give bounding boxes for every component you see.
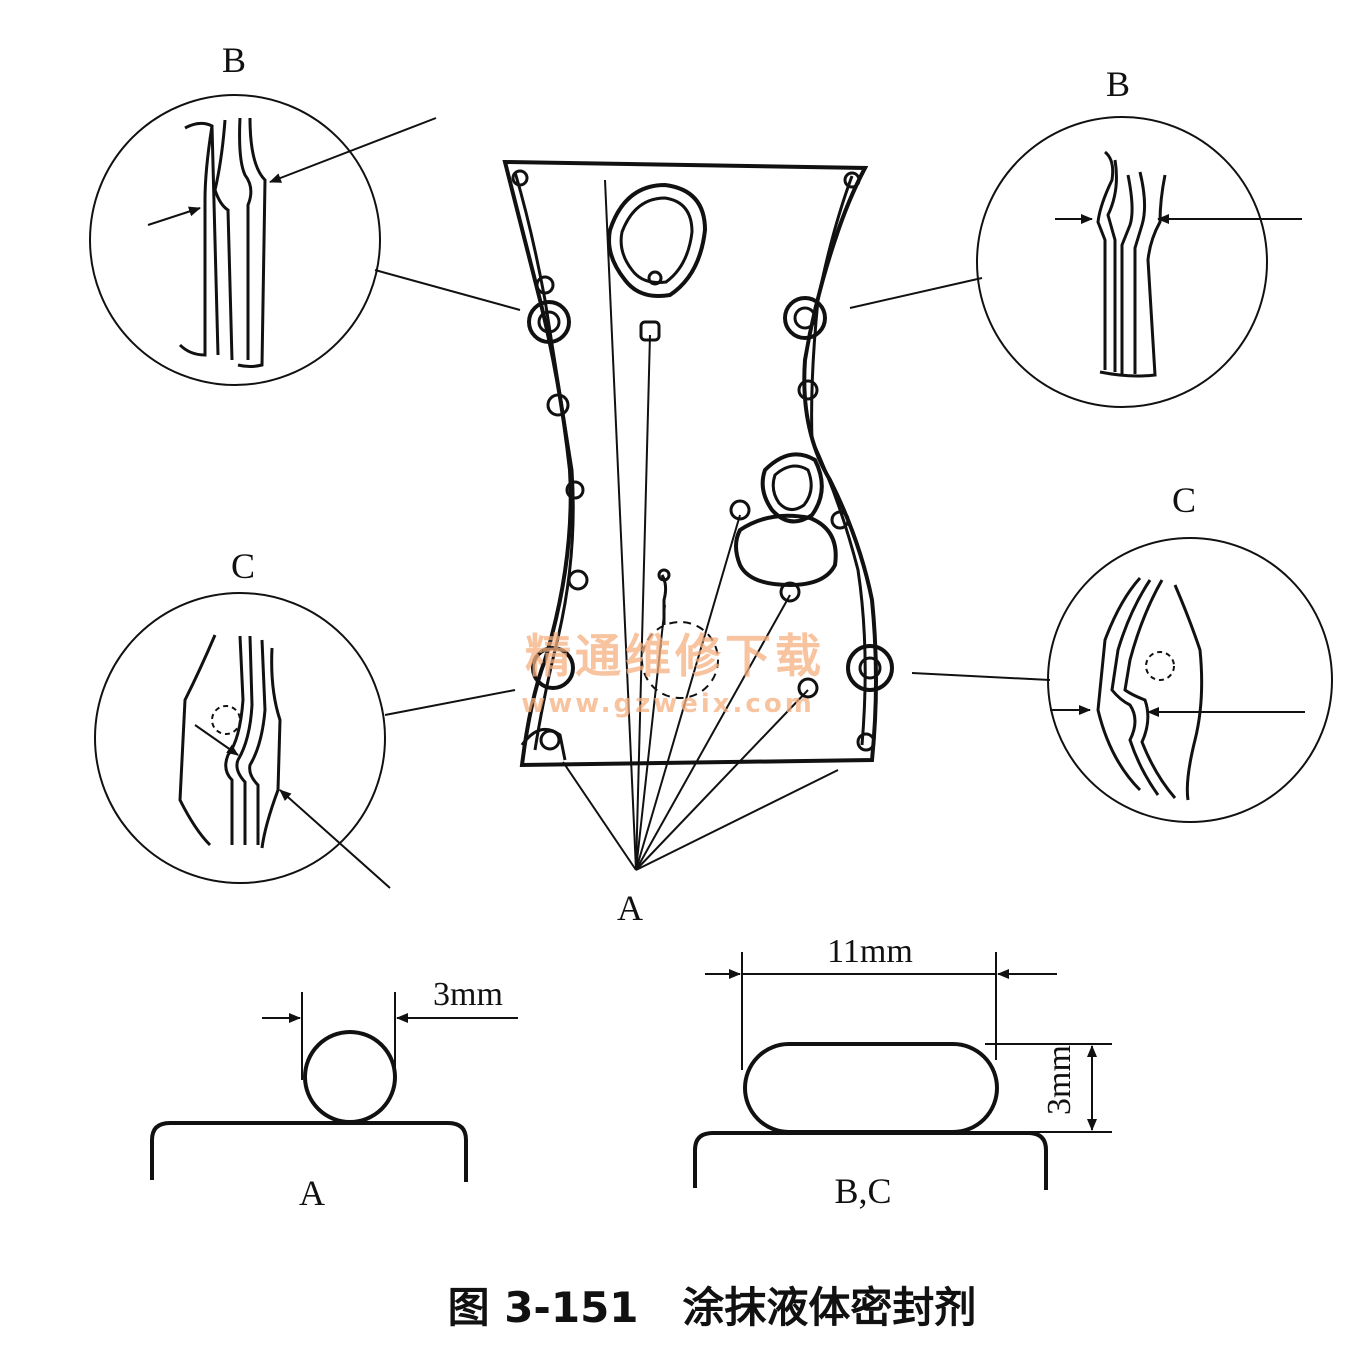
bead-profile-bc: 11mm 3mm B,C	[693, 933, 1112, 1211]
label-b-left: B	[222, 40, 246, 80]
bead-profile-a: 3mm A	[150, 976, 518, 1213]
callout-c-left: C	[94, 546, 391, 889]
label-c-right: C	[1172, 480, 1196, 520]
dim-bc-width: 11mm	[827, 933, 913, 970]
watermark: 精通维修下载 www.gzweix.com	[521, 629, 825, 719]
label-bead-a: A	[299, 1173, 325, 1213]
watermark-url: www.gzweix.com	[521, 689, 815, 719]
label-a: A	[617, 888, 643, 928]
timing-cover	[502, 159, 894, 768]
callout-connectors	[374, 269, 1051, 716]
leader-lines-a	[562, 179, 839, 871]
label-c-left: C	[231, 546, 255, 586]
watermark-text: 精通维修下载	[525, 629, 825, 683]
callout-b-right: B	[976, 64, 1302, 408]
callout-b-left: B	[89, 40, 437, 386]
dim-bc-height: 3mm	[1041, 1045, 1078, 1115]
callout-c-right: C	[1047, 480, 1333, 823]
dim-a-width: 3mm	[433, 976, 503, 1013]
label-bead-bc: B,C	[834, 1171, 891, 1211]
label-b-right: B	[1106, 64, 1130, 104]
figure-caption: 图 3-151 涂抹液体密封剂	[448, 1283, 977, 1332]
